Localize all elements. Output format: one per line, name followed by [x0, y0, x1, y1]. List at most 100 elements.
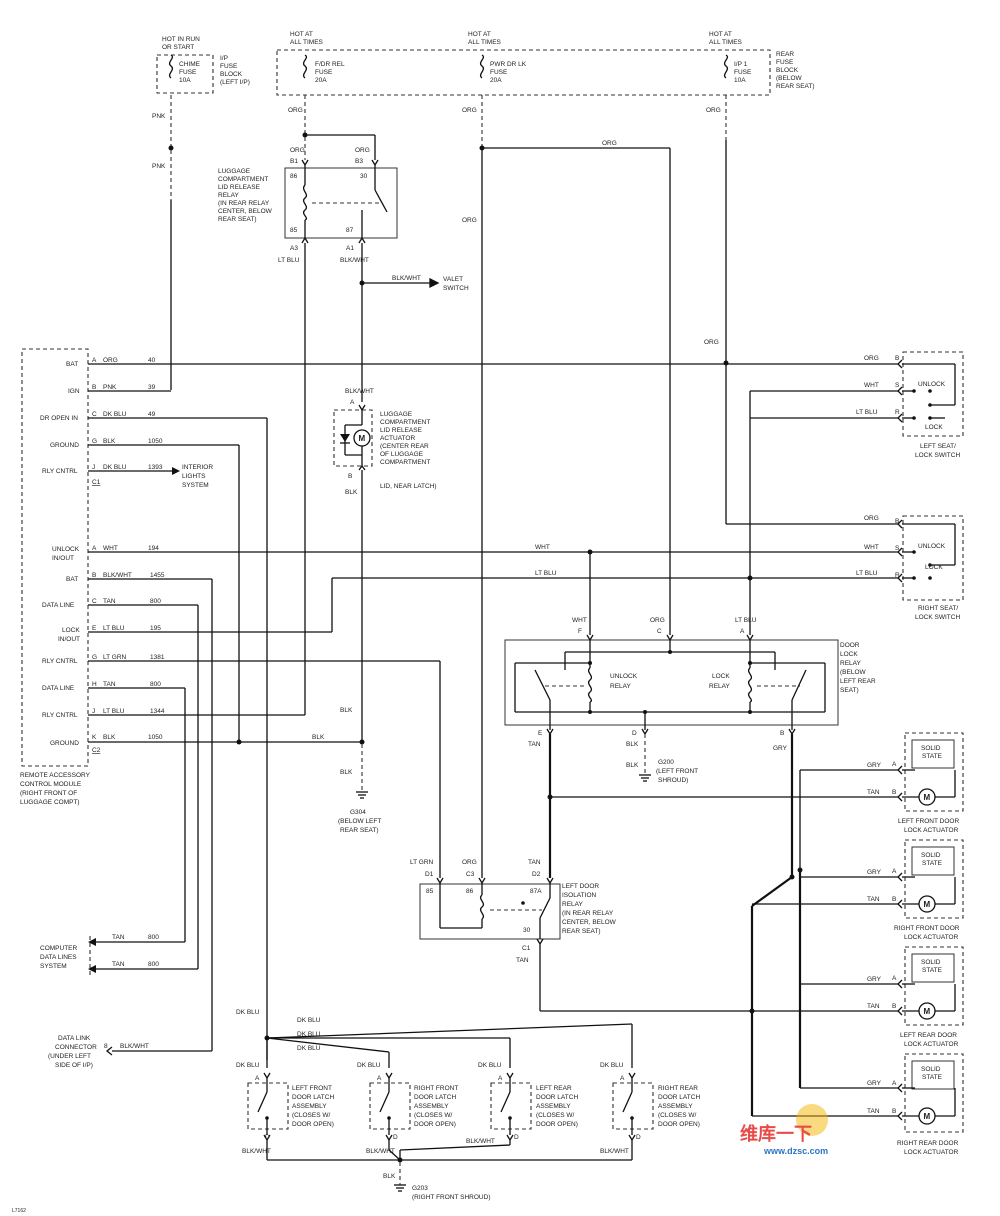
- svg-text:LOCK: LOCK: [925, 424, 943, 431]
- svg-text:LT GRN: LT GRN: [410, 859, 434, 866]
- svg-text:RLY CNTRL: RLY CNTRL: [42, 658, 78, 665]
- svg-text:LT GRN: LT GRN: [103, 654, 127, 661]
- svg-text:195: 195: [150, 625, 161, 632]
- left-seat-lock-switch: B S R UNLOCK LOCK LEFT SEAT/ LOCK SWITCH…: [750, 351, 964, 459]
- svg-text:TAN: TAN: [103, 598, 116, 605]
- svg-text:SHROUD): SHROUD): [658, 777, 688, 784]
- svg-text:D1: D1: [425, 871, 434, 878]
- svg-text:(UNDER LEFT: (UNDER LEFT: [48, 1053, 91, 1060]
- svg-text:F: F: [578, 628, 582, 635]
- svg-text:ORG: ORG: [462, 859, 477, 866]
- svg-text:COMPARTMENT: COMPARTMENT: [380, 419, 430, 426]
- svg-text:800: 800: [150, 681, 161, 688]
- svg-text:G: G: [92, 654, 97, 661]
- left-front-door-latch-assembly: A D LEFT FRONT DOOR LATCH ASSEMBLY (CLOS…: [242, 1072, 334, 1155]
- svg-text:(CLOSES W/: (CLOSES W/: [292, 1112, 330, 1119]
- svg-text:RIGHT FRONT DOOR: RIGHT FRONT DOOR: [894, 925, 960, 932]
- svg-text:UNLOCK: UNLOCK: [918, 543, 946, 550]
- right-rear-door-lock-actuator: SOLID STATE A B M RIGHT REAR DOOR LOCK A…: [892, 1053, 964, 1156]
- svg-text:RIGHT FRONT: RIGHT FRONT: [414, 1085, 458, 1092]
- svg-text:ORG: ORG: [288, 107, 303, 114]
- svg-text:B: B: [892, 1108, 896, 1115]
- svg-text:TAN: TAN: [867, 896, 880, 903]
- svg-text:REAR: REAR: [776, 51, 794, 58]
- svg-text:ORG: ORG: [864, 355, 879, 362]
- svg-text:TAN: TAN: [516, 957, 529, 964]
- svg-text:REAR SEAT): REAR SEAT): [562, 928, 601, 935]
- svg-text:(LEFT I/P): (LEFT I/P): [220, 79, 250, 86]
- svg-text:CENTER, BELOW: CENTER, BELOW: [218, 208, 273, 215]
- svg-text:DOOR LATCH: DOOR LATCH: [292, 1094, 334, 1101]
- svg-text:BLK/WHT: BLK/WHT: [392, 275, 421, 282]
- svg-text:LID RELEASE: LID RELEASE: [218, 184, 261, 191]
- svg-text:INTERIOR: INTERIOR: [182, 464, 213, 471]
- svg-text:DK BLU: DK BLU: [478, 1062, 502, 1069]
- svg-text:(IN REAR RELAY: (IN REAR RELAY: [562, 910, 614, 917]
- svg-text:SYSTEM: SYSTEM: [182, 482, 209, 489]
- svg-text:GRY: GRY: [773, 745, 788, 752]
- svg-text:BAT: BAT: [66, 576, 78, 583]
- svg-text:DOOR LATCH: DOOR LATCH: [414, 1094, 456, 1101]
- svg-text:S: S: [895, 545, 900, 552]
- svg-text:TAN: TAN: [103, 681, 116, 688]
- svg-text:TAN: TAN: [112, 934, 125, 941]
- svg-text:ORG: ORG: [704, 339, 719, 346]
- svg-text:D: D: [632, 730, 637, 737]
- svg-text:49: 49: [148, 411, 156, 418]
- svg-text:800: 800: [148, 961, 159, 968]
- svg-text:WHT: WHT: [864, 544, 879, 551]
- svg-text:D: D: [265, 1134, 270, 1141]
- svg-text:RIGHT REAR DOOR: RIGHT REAR DOOR: [897, 1140, 959, 1147]
- svg-text:A: A: [892, 975, 897, 982]
- svg-text:A: A: [255, 1075, 260, 1082]
- svg-text:BLK: BLK: [383, 1173, 396, 1180]
- svg-text:CONTROL MODULE: CONTROL MODULE: [20, 781, 82, 788]
- svg-text:G200: G200: [658, 759, 674, 766]
- svg-text:RIGHT REAR: RIGHT REAR: [658, 1085, 698, 1092]
- svg-text:DK BLU: DK BLU: [357, 1062, 381, 1069]
- svg-text:ORG: ORG: [290, 147, 305, 154]
- svg-text:HOT AT: HOT AT: [468, 31, 491, 38]
- remote-accessory-control-module: REMOTE ACCESSORY CONTROL MODULE (RIGHT F…: [20, 348, 165, 806]
- svg-text:LT BLU: LT BLU: [735, 617, 757, 624]
- svg-text:LOCK ACTUATOR: LOCK ACTUATOR: [904, 934, 959, 941]
- left-door-isolation-relay: LT GRN D1 ORG C3 TAN D2 85 86 87A 30 C1 …: [410, 859, 752, 1012]
- right-rear-door-latch-assembly: A D RIGHT REAR DOOR LATCH ASSEMBLY (CLOS…: [600, 1072, 700, 1155]
- svg-text:LOCK SWITCH: LOCK SWITCH: [915, 614, 960, 621]
- svg-text:(BELOW: (BELOW: [840, 669, 867, 676]
- svg-text:DK BLU: DK BLU: [297, 1031, 321, 1038]
- svg-text:PWR DR LK: PWR DR LK: [490, 61, 527, 68]
- svg-text:FUSE: FUSE: [315, 69, 333, 76]
- svg-text:RELAY: RELAY: [840, 660, 861, 667]
- svg-text:B: B: [892, 1003, 896, 1010]
- svg-text:IN/OUT: IN/OUT: [52, 555, 74, 562]
- svg-text:RIGHT SEAT/: RIGHT SEAT/: [918, 605, 958, 612]
- svg-text:DOOR OPEN): DOOR OPEN): [658, 1121, 700, 1128]
- svg-text:CENTER, BELOW: CENTER, BELOW: [562, 919, 617, 926]
- svg-text:LT BLU: LT BLU: [856, 570, 878, 577]
- svg-text:C3: C3: [466, 871, 475, 878]
- svg-text:TAN: TAN: [528, 859, 541, 866]
- svg-text:A3: A3: [290, 245, 298, 252]
- figure-reference: L7162: [12, 1208, 26, 1214]
- svg-text:B1: B1: [290, 158, 298, 165]
- svg-text:(IN REAR RELAY: (IN REAR RELAY: [218, 200, 270, 207]
- svg-text:LOCK: LOCK: [62, 627, 80, 634]
- svg-text:ORG: ORG: [462, 217, 477, 224]
- svg-text:J: J: [92, 464, 95, 471]
- svg-text:J: J: [92, 708, 95, 715]
- svg-text:194: 194: [148, 545, 159, 552]
- svg-text:HOT AT: HOT AT: [709, 31, 732, 38]
- svg-text:DATA LINES: DATA LINES: [40, 954, 77, 961]
- svg-text:GRY: GRY: [867, 1080, 882, 1087]
- svg-text:DOOR LATCH: DOOR LATCH: [658, 1094, 700, 1101]
- svg-text:ACTUATOR: ACTUATOR: [380, 435, 415, 442]
- svg-text:ASSEMBLY: ASSEMBLY: [536, 1103, 571, 1110]
- right-front-door-lock-actuator: SOLID STATE A B M RIGHT FRONT DOOR LOCK …: [892, 839, 964, 941]
- svg-text:REAR SEAT): REAR SEAT): [340, 827, 379, 834]
- svg-text:BLK/WHT: BLK/WHT: [345, 388, 374, 395]
- svg-text:(CENTER REAR: (CENTER REAR: [380, 443, 429, 450]
- svg-text:GRY: GRY: [867, 762, 882, 769]
- svg-text:C2: C2: [92, 747, 101, 754]
- svg-text:SIDE OF I/P): SIDE OF I/P): [55, 1062, 93, 1069]
